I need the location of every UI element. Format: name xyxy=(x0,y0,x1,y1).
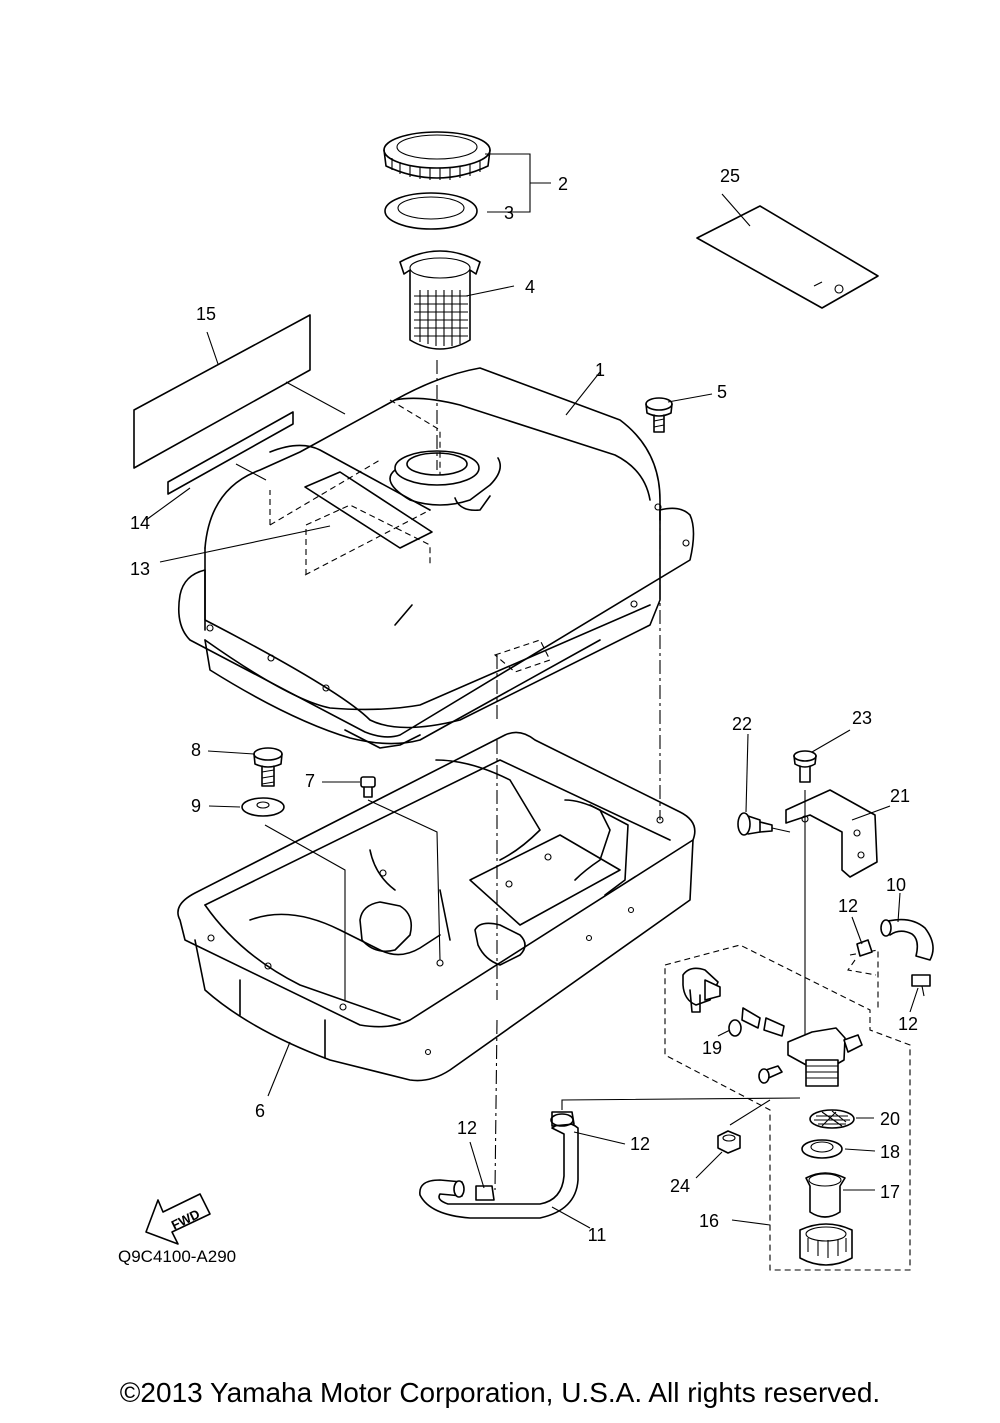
callout-4: 4 xyxy=(525,277,535,297)
callout-18: 18 xyxy=(880,1142,900,1162)
fuel-cock-assembly xyxy=(664,918,934,1271)
callout-22: 22 xyxy=(732,714,752,734)
callout-17: 17 xyxy=(880,1182,900,1202)
fuel-hose-11-part xyxy=(419,1111,579,1219)
bolt-23-part xyxy=(793,750,817,1040)
bolt-5-part xyxy=(645,397,673,433)
callout-20: 20 xyxy=(880,1109,900,1129)
fuel-tank-part xyxy=(177,367,695,749)
callout-16: 16 xyxy=(699,1211,719,1231)
callout-3: 3 xyxy=(504,203,514,223)
callout-12b: 12 xyxy=(630,1134,650,1154)
callout-numbers: 1 2 3 4 5 6 7 8 9 10 11 12 12 12 12 13 1… xyxy=(130,166,918,1245)
fuel-cap-part xyxy=(383,131,491,180)
tank-tray-part xyxy=(177,731,696,1082)
bolt-22-part xyxy=(737,812,791,836)
copyright-notice: ©2013 Yamaha Motor Corporation, U.S.A. A… xyxy=(119,1377,881,1408)
bracket-21-part xyxy=(785,789,878,878)
callout-21: 21 xyxy=(890,786,910,806)
callout-13: 13 xyxy=(130,559,150,579)
cap-gasket-part xyxy=(384,192,478,230)
callout-12a: 12 xyxy=(457,1118,477,1138)
callout-7: 7 xyxy=(305,771,315,791)
callout-1: 1 xyxy=(595,360,605,380)
callout-12c: 12 xyxy=(838,896,858,916)
callout-10: 10 xyxy=(886,875,906,895)
washer-9-part xyxy=(241,797,346,1000)
fuel-strainer-part xyxy=(399,250,481,350)
bolt-8-part xyxy=(253,747,283,787)
callout-25: 25 xyxy=(720,166,740,186)
label-14-part xyxy=(167,411,294,495)
fwd-arrow-icon: FWD xyxy=(145,1193,211,1245)
callout-5: 5 xyxy=(717,382,727,402)
callout-11: 11 xyxy=(588,1225,607,1245)
callout-15: 15 xyxy=(196,304,216,324)
callout-9: 9 xyxy=(191,796,201,816)
leader-lines xyxy=(145,153,919,1229)
callout-12d: 12 xyxy=(898,1014,918,1034)
bolt-7-part xyxy=(360,776,441,961)
cup-parts xyxy=(717,1109,855,1266)
callout-8: 8 xyxy=(191,740,201,760)
decal-25-part xyxy=(696,205,879,309)
callout-14: 14 xyxy=(130,513,150,533)
callout-23: 23 xyxy=(852,708,872,728)
callout-2: 2 xyxy=(558,174,568,194)
callout-19: 19 xyxy=(702,1038,722,1058)
callout-6: 6 xyxy=(255,1101,265,1121)
callout-24: 24 xyxy=(670,1176,690,1196)
part-code: Q9C4100-A290 xyxy=(118,1247,236,1266)
label-15-part xyxy=(133,314,311,469)
